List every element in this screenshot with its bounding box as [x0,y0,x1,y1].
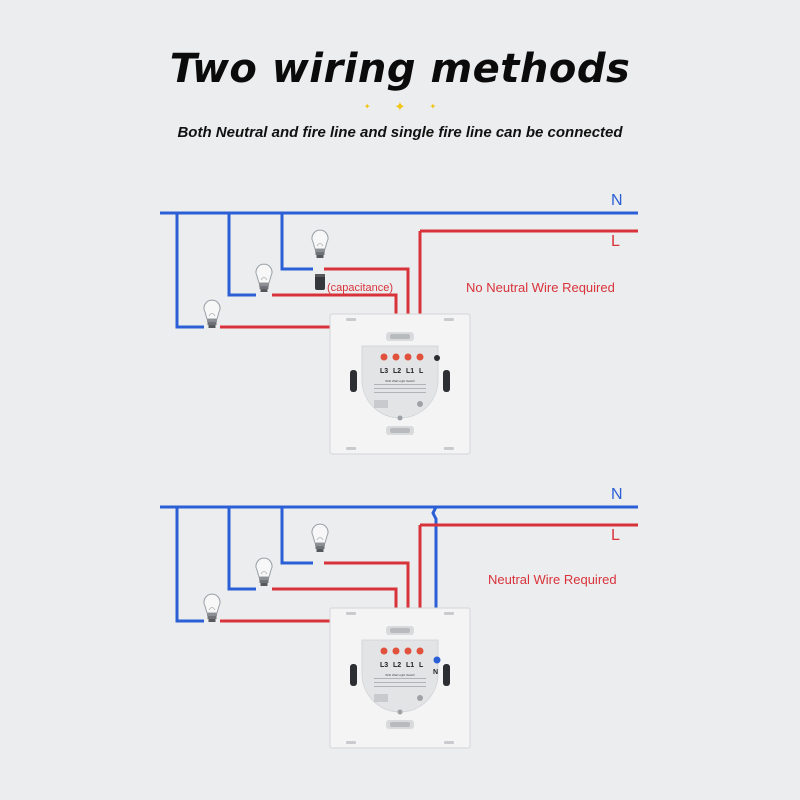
lamp-icon [311,523,329,553]
lamp-icon [255,557,273,587]
wiring-note: No Neutral Wire Required [466,280,615,295]
page-subtitle: Both Neutral and fire line and single fi… [177,124,623,141]
terminal-label: L [419,662,424,669]
star-icon: ✦ [394,98,406,114]
page-title: Two wiring methods [169,46,631,92]
star-icon: ✦ [429,102,437,112]
star-icon: ✦ [363,102,371,112]
live-label: L [611,233,620,250]
terminal-label: L1 [406,662,414,669]
terminal-label: L2 [393,368,401,375]
terminal-label: L3 [380,368,388,375]
lamp-icon [203,593,221,623]
lamp-icon [311,229,329,259]
decorative-stars: ✦ ✦ ✦ [0,98,800,116]
switch-plate-bottom [329,607,471,749]
wiring-note: Neutral Wire Required [488,572,617,587]
diagram-bottom: L3 L2 L1 L N WiFi Wall Light Switch N L … [160,486,638,749]
switch-model-text: WiFi Wall Light Switch [385,673,415,677]
switch-plate-top [329,313,471,455]
terminal-label: L [419,368,424,375]
diagram-top: L3 L2 L1 L WiFi Wall Light Switch N L (c… [160,192,638,455]
lamp-icon [203,299,221,329]
terminal-label: N [433,669,438,676]
neutral-label: N [611,192,623,209]
lamp-icon [255,263,273,293]
capacitor-icon [315,274,325,290]
terminal-label: L3 [380,662,388,669]
neutral-label: N [611,486,623,503]
switch-model-text: WiFi Wall Light Switch [385,379,415,383]
live-label: L [611,527,620,544]
terminal-label: L1 [406,368,414,375]
capacitance-label: (capacitance) [327,282,393,294]
terminal-label: L2 [393,662,401,669]
